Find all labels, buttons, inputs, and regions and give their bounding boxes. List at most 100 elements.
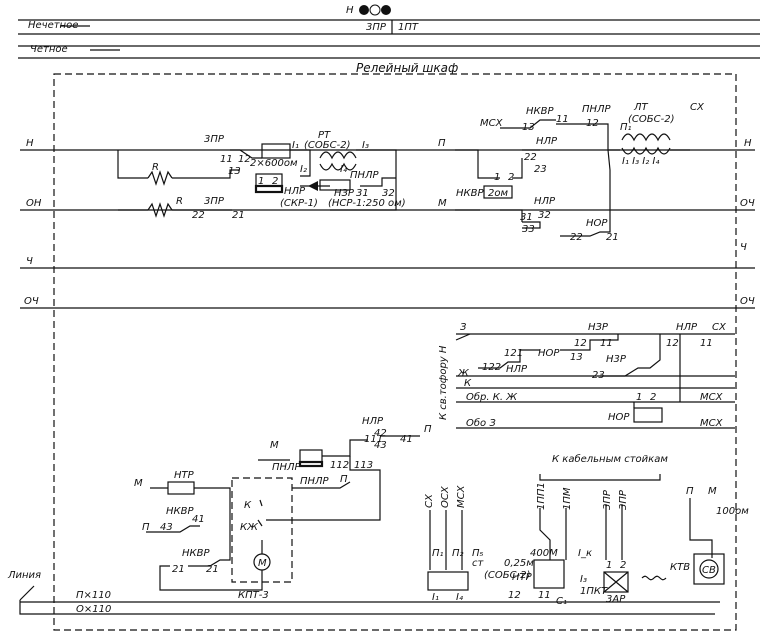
contact-12-right: 12 [586, 118, 599, 129]
n3r-mid-label: Н3Р [606, 354, 627, 365]
nor-mid-label: НОР [538, 348, 560, 359]
i2-label: I₂ [300, 164, 307, 175]
m-br-label: М [708, 486, 717, 497]
pnlr-lower-b: ПНЛР [300, 476, 330, 487]
zar-label: 3АР [606, 594, 626, 605]
contact-112: 112 [330, 460, 349, 471]
lower-block [19, 435, 720, 615]
signal-lamps-icon [359, 4, 391, 16]
contact-42: 42 [374, 428, 387, 439]
i1-br-label: I₁ [432, 592, 439, 603]
nzr-mid-label: НЗР [588, 322, 609, 333]
relay-3pr-label: 3ПР [366, 22, 387, 33]
contact-12: 12 [238, 154, 251, 165]
contact-43-left: 43 [160, 522, 173, 533]
mskh-mid-label: МСХ [700, 392, 724, 403]
right-p-label: П [438, 138, 446, 149]
nkvr-label: НКВР [526, 106, 554, 117]
ktv-label: КТВ [670, 562, 690, 573]
contact-22-right: 22 [524, 152, 537, 163]
bus-och-right-label: ОЧ [740, 296, 755, 307]
cabinet-title: Релейный шкаф [356, 61, 458, 75]
pnlr-right-label: ПНЛР [582, 104, 612, 115]
i-labels: I₁ I₃ I₂ I₄ [622, 156, 659, 167]
contact-12-br: 12 [508, 590, 521, 601]
nor-label: НОР [586, 218, 608, 229]
contact-43: 43 [374, 440, 387, 451]
ohm-br-label: 100ом [716, 506, 749, 517]
nzr-label: НЗР [334, 188, 355, 199]
line-o110: О×110 [76, 604, 111, 615]
nkvr-b-label: НКВР [456, 188, 484, 199]
nor-b-label: НОР [608, 412, 630, 423]
nlr2-label: НЛР [506, 364, 528, 375]
mskh-br-label: МСХ [456, 484, 467, 508]
contact-13: 13 [228, 166, 241, 177]
i3-br-label: I₃ [580, 574, 587, 585]
coil-2om: 2ом [488, 188, 508, 199]
ik-br-label: I_к [578, 548, 592, 559]
contact-31-right: 31 [520, 212, 533, 223]
skh-br-label: СХ [424, 493, 435, 508]
contact-33-right: 33 [522, 224, 535, 235]
contact-122: 122 [482, 362, 501, 373]
contact-11-mid: 11 [600, 338, 613, 349]
buses [20, 149, 755, 309]
skh-mid-label: СХ [712, 322, 727, 333]
nlr-b-label: НЛР [534, 196, 556, 207]
pkt-label: 1ПКТ [580, 586, 608, 597]
contact-31: 31 [356, 188, 369, 199]
kpt-label: КПТ-3 [238, 590, 269, 601]
contact-23-right: 23 [534, 164, 547, 175]
obr-k-zh-label: Обр. К. Ж [466, 391, 518, 403]
rt-label: РТ [318, 130, 331, 141]
contact-11-br: 11 [538, 590, 551, 601]
relay-cabinet-outline [53, 73, 737, 631]
contact-121: 121 [504, 348, 523, 359]
sobs-br-label: (СОБС-2) [484, 570, 530, 581]
relay-3pr-b-label: 3ПР [204, 196, 225, 207]
contact-13-mid: 13 [570, 352, 583, 363]
lt-type: (СОБС-2) [628, 114, 674, 125]
contact-22: 22 [192, 210, 205, 221]
bus-oh-right-label: ОЧ [740, 198, 755, 209]
skr-label: (СКР-1) [280, 198, 318, 209]
onep1-label: 1ПП1 [536, 482, 547, 510]
lt-label: ЛТ [633, 102, 649, 113]
ozk-br-label: ОСХ [440, 485, 451, 508]
nlr-lower-label: НЛР [362, 416, 384, 427]
i1-label: I₁ [292, 140, 299, 151]
contact-41-left: 41 [192, 514, 205, 525]
pi1-br-label: Π₁ [432, 548, 444, 559]
bottom-right-block [427, 474, 725, 593]
middle-block [455, 333, 735, 429]
contact-32-right: 32 [538, 210, 551, 221]
line-label: Линия [7, 570, 41, 581]
zar-pin-2: 2 [620, 560, 626, 571]
contact-21: 21 [232, 210, 245, 221]
i3-label: I₃ [362, 140, 369, 151]
bus-oh-label: ОН [26, 198, 42, 209]
contact-21-lower-b: 21 [206, 564, 219, 575]
zar-pin-1: 1 [606, 560, 612, 571]
mskh-label: МСХ [480, 118, 504, 129]
resistor-value: 2×600ом [250, 158, 298, 169]
p-br-label: П [686, 486, 694, 497]
i4-label: I₄ [340, 164, 347, 175]
r-b-label: 400М [530, 548, 558, 559]
odd-line-label: Нечетное [28, 20, 78, 31]
contact-113: 113 [354, 460, 373, 471]
coil-pin-1-right: 1 [494, 172, 500, 183]
kc-label: К [244, 500, 252, 511]
coil-pin-2-right: 2 [508, 172, 514, 183]
contact-21-nor: 21 [606, 232, 619, 243]
resistor-r-lower: R [176, 196, 183, 207]
sv-label: СВ [702, 565, 716, 576]
zpr-a-label: 3ПР [602, 489, 613, 510]
r-a-label: 0,25м [504, 558, 534, 569]
bus-ch-label: Ч [26, 256, 33, 267]
bus-h-right-label: Н [744, 138, 752, 149]
contact-111: 111 [364, 434, 383, 445]
coil-pin-2: 2 [272, 176, 278, 187]
